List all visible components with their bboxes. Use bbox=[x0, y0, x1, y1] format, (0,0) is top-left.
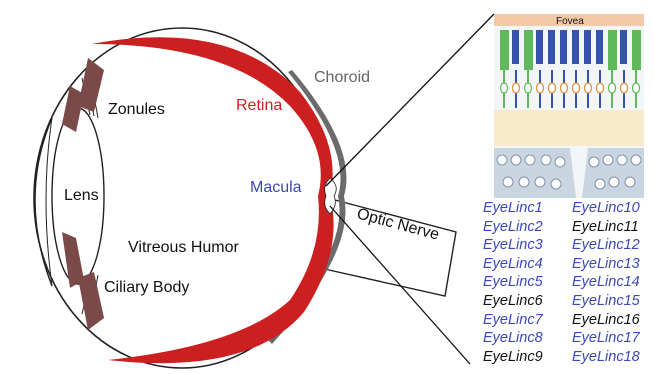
ganglion-cell bbox=[535, 177, 545, 187]
eyelinc-item: EyeLinc3 bbox=[483, 237, 543, 254]
eyelinc-item: EyeLinc16 bbox=[572, 312, 640, 329]
ganglion-cell bbox=[541, 155, 551, 165]
cell-nucleus bbox=[501, 83, 508, 93]
eyelinc-item: EyeLinc8 bbox=[483, 330, 543, 347]
eyelinc-item: EyeLinc18 bbox=[572, 349, 640, 366]
ganglion-cell bbox=[603, 155, 613, 165]
cone-cell bbox=[596, 30, 603, 64]
ganglion-cell bbox=[589, 157, 599, 167]
eyelinc-item: EyeLinc7 bbox=[483, 312, 543, 329]
ganglion-cell bbox=[511, 155, 521, 165]
rod-cell bbox=[632, 30, 641, 70]
rod-cell bbox=[608, 30, 617, 70]
eyelinc-item: EyeLinc14 bbox=[572, 274, 640, 291]
choroid-label: Choroid bbox=[314, 69, 370, 86]
cell-nucleus bbox=[561, 83, 568, 93]
eyelinc-item: EyeLinc4 bbox=[483, 256, 543, 273]
cone-cell bbox=[512, 30, 519, 64]
ganglion-cell bbox=[609, 177, 619, 187]
fovea-inset bbox=[494, 14, 644, 198]
macula-label: Macula bbox=[250, 179, 302, 196]
cell-nucleus bbox=[609, 83, 616, 93]
cone-cell bbox=[548, 30, 555, 64]
retina-label: Retina bbox=[236, 97, 282, 114]
cell-nucleus bbox=[633, 83, 640, 93]
cone-cell bbox=[572, 30, 579, 64]
eyelinc-item: EyeLinc10 bbox=[572, 200, 640, 217]
ganglion-cell bbox=[555, 157, 565, 167]
ganglion-cell bbox=[497, 155, 507, 165]
ganglion-cell bbox=[625, 177, 635, 187]
fovea-label: Fovea bbox=[556, 16, 584, 27]
cone-cell bbox=[536, 30, 543, 64]
cone-cell bbox=[620, 30, 627, 64]
ganglion-cell bbox=[525, 155, 535, 165]
zonules-label: Zonules bbox=[108, 101, 165, 118]
cell-nucleus bbox=[597, 83, 604, 93]
cell-nucleus bbox=[585, 83, 592, 93]
cell-nucleus bbox=[525, 83, 532, 93]
zoom-line-upper bbox=[326, 14, 494, 186]
ganglion-cell bbox=[631, 155, 641, 165]
cone-cell bbox=[560, 30, 567, 64]
cell-nucleus bbox=[621, 83, 628, 93]
eyelinc-item: EyeLinc15 bbox=[572, 293, 640, 310]
ganglion-cell bbox=[617, 155, 627, 165]
lens-label: Lens bbox=[64, 187, 99, 204]
ganglion-cell bbox=[519, 177, 529, 187]
cone-cell bbox=[584, 30, 591, 64]
ciliary-body-label: Ciliary Body bbox=[104, 279, 189, 296]
eyelinc-item: EyeLinc9 bbox=[483, 349, 543, 366]
eyelinc-item: EyeLinc5 bbox=[483, 274, 543, 291]
eyelinc-item: EyeLinc13 bbox=[572, 256, 640, 273]
eyelinc-item: EyeLinc12 bbox=[572, 237, 640, 254]
rod-cell bbox=[500, 30, 509, 70]
cell-nucleus bbox=[513, 83, 520, 93]
eyelinc-item: EyeLinc17 bbox=[572, 330, 640, 347]
eyelinc-item: EyeLinc1 bbox=[483, 200, 543, 217]
cell-nucleus bbox=[573, 83, 580, 93]
cell-nucleus bbox=[537, 83, 544, 93]
vitreous-humor-label: Vitreous Humor bbox=[128, 239, 240, 256]
eyelinc-item: EyeLinc6 bbox=[483, 293, 543, 310]
ganglion-cell bbox=[595, 179, 605, 189]
eyelinc-item: EyeLinc11 bbox=[572, 219, 639, 236]
eyelinc-item: EyeLinc2 bbox=[483, 219, 543, 236]
rod-cell bbox=[524, 30, 533, 70]
ganglion-cell bbox=[503, 177, 513, 187]
cell-nucleus bbox=[549, 83, 556, 93]
ganglion-cell bbox=[551, 179, 561, 189]
